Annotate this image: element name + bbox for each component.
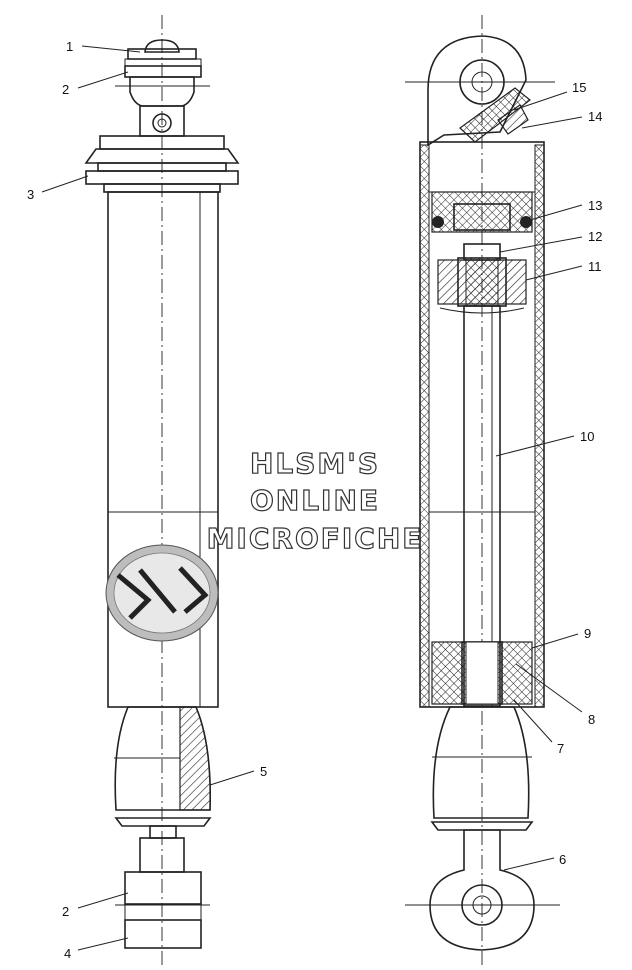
callout-5: 5 — [260, 764, 267, 779]
watermark-line-1: HLSM'S — [250, 447, 380, 480]
callout-14: 14 — [588, 109, 602, 124]
callout-7: 7 — [557, 741, 564, 756]
top-cap — [144, 39, 180, 53]
adjuster-knob — [152, 113, 172, 133]
top-bushing — [124, 65, 202, 78]
callout-12: 12 — [588, 229, 602, 244]
watermark-line-2: ONLINE — [250, 484, 380, 517]
bottom-bushing-base — [124, 919, 202, 949]
callout-4: 4 — [64, 946, 71, 961]
left-callouts: 1 2 3 5 2 4 — [27, 39, 267, 961]
ryder-fx-logo — [105, 544, 219, 642]
right-shock-section — [405, 15, 560, 965]
callout-3: 3 — [27, 187, 34, 202]
callout-1: 1 — [66, 39, 73, 54]
watermark: HLSM'S ONLINE MICROFICHE — [206, 446, 424, 555]
callout-2-bottom: 2 — [62, 904, 69, 919]
top-eye — [427, 35, 527, 147]
bottom-bushing-top — [124, 871, 202, 905]
callout-11: 11 — [588, 259, 602, 274]
left-shock-exterior — [84, 15, 240, 965]
piston-shaft — [463, 305, 501, 707]
callout-8: 8 — [588, 712, 595, 727]
watermark-line-3: MICROFICHE — [207, 522, 424, 555]
callout-10: 10 — [580, 429, 594, 444]
bottom-eye — [429, 829, 535, 951]
callout-9: 9 — [584, 626, 591, 641]
right-callouts: 15 14 13 12 11 10 9 8 7 6 — [495, 80, 602, 871]
callout-15: 15 — [572, 80, 586, 95]
lower-body — [432, 706, 530, 819]
floating-piston — [431, 191, 533, 233]
callout-6: 6 — [559, 852, 566, 867]
callout-2-top: 2 — [62, 82, 69, 97]
callout-13: 13 — [588, 198, 602, 213]
